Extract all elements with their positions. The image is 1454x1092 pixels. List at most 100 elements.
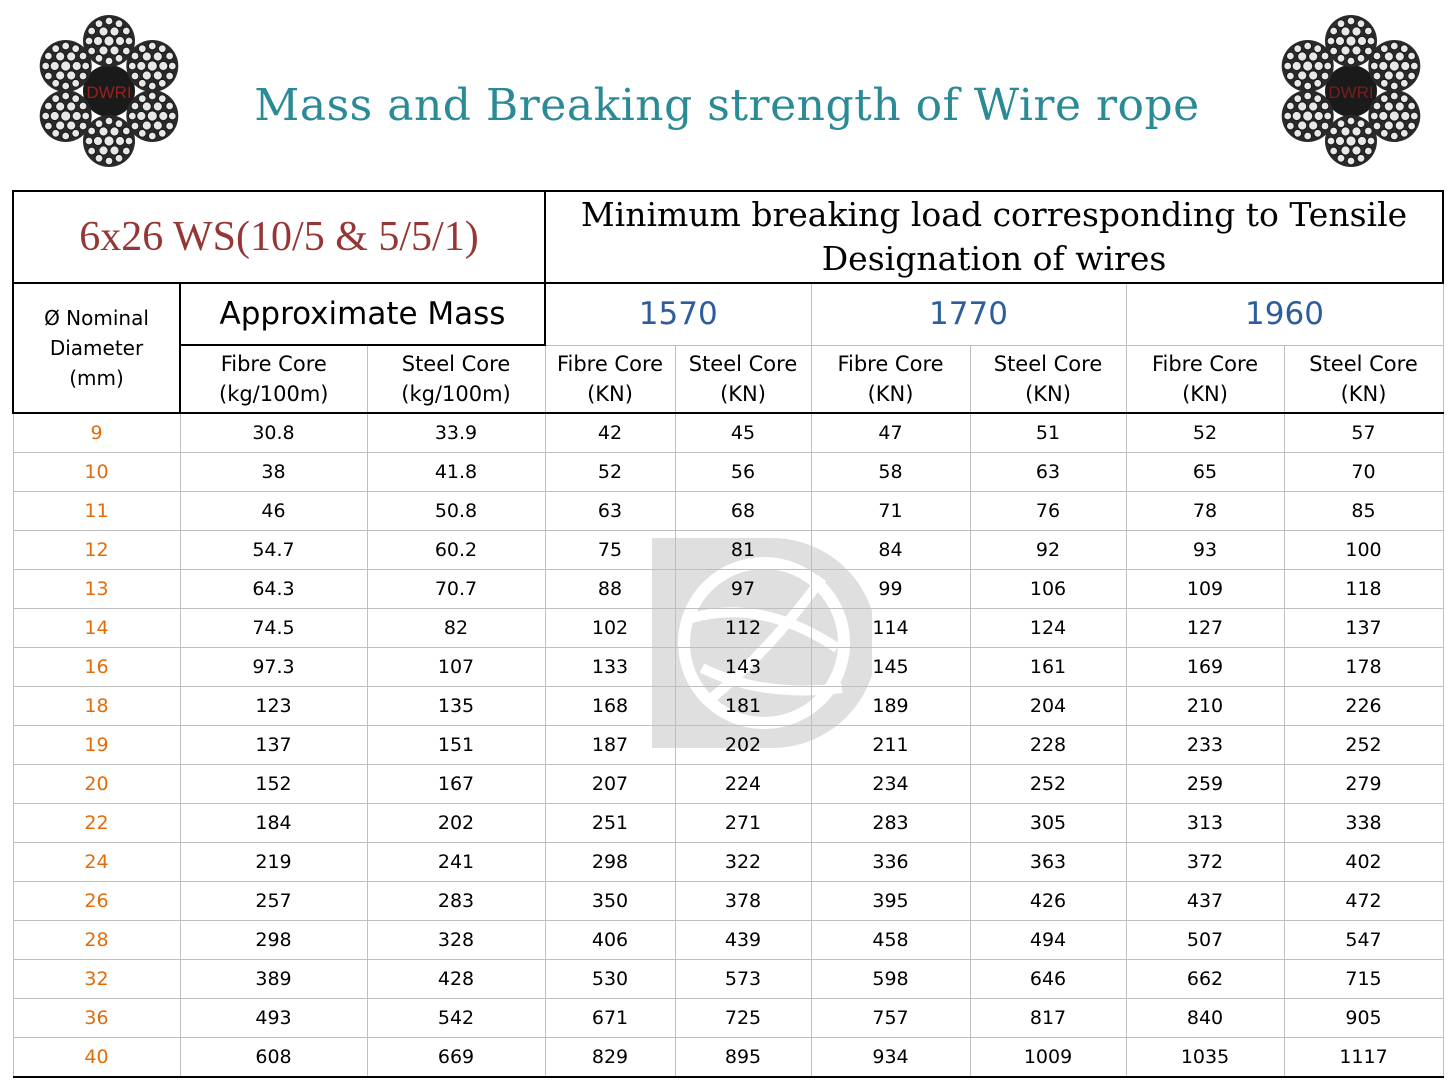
value-cell: 210 [1125, 686, 1285, 726]
sub-header-1570-steel: Steel Core(KN) [674, 344, 812, 414]
value-cell: 33.9 [366, 412, 546, 453]
value-cell: 1035 [1125, 1037, 1285, 1078]
value-cell: 669 [366, 1037, 546, 1078]
value-cell: 133 [544, 647, 676, 687]
value-cell: 313 [1125, 803, 1285, 843]
value-cell: 234 [810, 764, 971, 804]
value-cell: 426 [969, 881, 1127, 921]
value-cell: 114 [810, 608, 971, 648]
value-cell: 124 [969, 608, 1127, 648]
wire-rope-logo-right: DWRI [1272, 12, 1430, 170]
value-cell: 178 [1283, 647, 1444, 687]
wire-rope-logo-left: DWRI [30, 12, 188, 170]
value-cell: 50.8 [366, 491, 546, 531]
value-cell: 472 [1283, 881, 1444, 921]
value-cell: 189 [810, 686, 971, 726]
diameter-cell: 28 [12, 920, 181, 960]
value-cell: 97 [674, 569, 812, 609]
value-cell: 137 [1283, 608, 1444, 648]
value-cell: 57 [1283, 412, 1444, 453]
value-cell: 123 [179, 686, 368, 726]
logo-label: DWRI [1328, 83, 1373, 102]
value-cell: 30.8 [179, 412, 368, 453]
value-cell: 725 [674, 998, 812, 1038]
value-cell: 184 [179, 803, 368, 843]
mbl-header-line1: Minimum breaking load corresponding to T… [580, 195, 1408, 234]
mbl-header-line2: Designation of wires [821, 239, 1167, 278]
value-cell: 93 [1125, 530, 1285, 570]
value-cell: 71 [810, 491, 971, 531]
value-cell: 406 [544, 920, 676, 960]
diameter-cell: 10 [12, 452, 181, 492]
value-cell: 757 [810, 998, 971, 1038]
value-cell: 372 [1125, 842, 1285, 882]
sub-header-1770-fibre: Fibre Core(KN) [810, 344, 971, 414]
value-cell: 389 [179, 959, 368, 999]
value-cell: 251 [544, 803, 676, 843]
value-cell: 161 [969, 647, 1127, 687]
value-cell: 76 [969, 491, 1127, 531]
sub-header-row: Fibre Core(kg/100m) Steel Core(kg/100m) … [13, 344, 1444, 414]
value-cell: 106 [969, 569, 1127, 609]
value-cell: 458 [810, 920, 971, 960]
value-cell: 829 [544, 1037, 676, 1078]
value-cell: 279 [1283, 764, 1444, 804]
value-cell: 143 [674, 647, 812, 687]
diameter-cell: 11 [12, 491, 181, 531]
value-cell: 283 [810, 803, 971, 843]
value-cell: 152 [179, 764, 368, 804]
value-cell: 257 [179, 881, 368, 921]
value-cell: 428 [366, 959, 546, 999]
value-cell: 64.3 [179, 569, 368, 609]
value-cell: 70.7 [366, 569, 546, 609]
value-cell: 63 [544, 491, 676, 531]
value-cell: 47 [810, 412, 971, 453]
diameter-cell: 26 [12, 881, 181, 921]
value-cell: 127 [1125, 608, 1285, 648]
value-cell: 151 [366, 725, 546, 765]
value-cell: 45 [674, 412, 812, 453]
diameter-header: Ø Nominal Diameter (mm) [12, 282, 181, 414]
value-cell: 100 [1283, 530, 1444, 570]
value-cell: 328 [366, 920, 546, 960]
value-cell: 228 [969, 725, 1127, 765]
grade-1770-header: 1770 [810, 282, 1127, 346]
value-cell: 646 [969, 959, 1127, 999]
diameter-cell: 14 [12, 608, 181, 648]
sub-header-1960-fibre: Fibre Core(KN) [1125, 344, 1285, 414]
sub-header-mass-fibre: Fibre Core(kg/100m) [179, 344, 368, 414]
value-cell: 336 [810, 842, 971, 882]
value-cell: 38 [179, 452, 368, 492]
diameter-header-line1: Ø Nominal [44, 306, 149, 330]
value-cell: 202 [674, 725, 812, 765]
value-cell: 118 [1283, 569, 1444, 609]
value-cell: 204 [969, 686, 1127, 726]
value-cell: 817 [969, 998, 1127, 1038]
value-cell: 542 [366, 998, 546, 1038]
value-cell: 42 [544, 412, 676, 453]
diameter-header-line2: Diameter [49, 336, 144, 360]
diameter-cell: 20 [12, 764, 181, 804]
value-cell: 60.2 [366, 530, 546, 570]
value-cell: 233 [1125, 725, 1285, 765]
value-cell: 99 [810, 569, 971, 609]
value-cell: 85 [1283, 491, 1444, 531]
value-cell: 598 [810, 959, 971, 999]
value-cell: 402 [1283, 842, 1444, 882]
value-cell: 82 [366, 608, 546, 648]
value-cell: 54.7 [179, 530, 368, 570]
value-cell: 1117 [1283, 1037, 1444, 1078]
value-cell: 322 [674, 842, 812, 882]
value-cell: 63 [969, 452, 1127, 492]
value-cell: 338 [1283, 803, 1444, 843]
value-cell: 75 [544, 530, 676, 570]
